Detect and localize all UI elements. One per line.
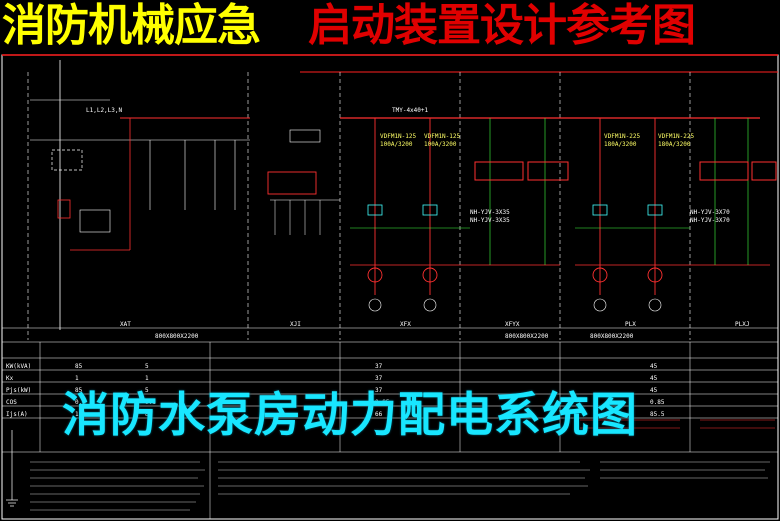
- cable-1: NH-YJV-3X35: [470, 209, 510, 216]
- c2-r4: 0.8: [145, 399, 156, 406]
- row-label-cos: COS: [6, 399, 17, 406]
- row-label-ijs: Ijs(A): [6, 411, 28, 418]
- ground-symbol: [6, 430, 18, 507]
- row-label-pjs: Pjs(kW): [6, 387, 31, 394]
- small-feeders: [149, 140, 236, 210]
- c3-r2: 37: [375, 375, 383, 382]
- incoming-section: L1,L2,L3,N: [30, 60, 250, 330]
- c2-r1: 5: [145, 363, 149, 370]
- panel-6-name: PLXJ: [735, 321, 749, 328]
- c4-r1: 45: [650, 363, 658, 370]
- breaker-3-rating: 180A/3200: [604, 141, 637, 148]
- panel-4-name: XFYX: [505, 321, 520, 328]
- notes-red-lines: [580, 419, 775, 429]
- c3-r3: 37: [375, 387, 383, 394]
- panel-4-size: 800X800X2200: [505, 333, 549, 340]
- notes-lines: [30, 461, 770, 511]
- panel-1-name: XAT: [120, 321, 131, 328]
- breaker-4-model: VDFM1N-225: [658, 133, 695, 140]
- control-boxes: [474, 161, 777, 181]
- c4-r2: 45: [650, 375, 658, 382]
- panel-1-size: 800X800X2200: [155, 333, 199, 340]
- breaker-3-model: VDFM1N-225: [604, 133, 641, 140]
- contactors: [367, 204, 663, 216]
- breaker-4-rating: 180A/3200: [658, 141, 691, 148]
- c1-r2: 1: [75, 375, 79, 382]
- c3-r5: 66: [375, 411, 383, 418]
- breaker-2-model: VDFM1N-125: [424, 133, 461, 140]
- drawing-frame: [1, 54, 779, 520]
- panel-5-size: 800X800X2200: [590, 333, 634, 340]
- c1-r1: 85: [75, 363, 83, 370]
- c2-r2: 1: [145, 375, 149, 382]
- overlay-caption: 消防水泵房动力配电系统图: [62, 388, 638, 443]
- c3-r4: 0.85: [375, 399, 390, 406]
- c1-r3: 85: [75, 387, 83, 394]
- panel-3-name: XFX: [400, 321, 411, 328]
- c4-r3: 45: [650, 387, 658, 394]
- pump-feeders: [350, 118, 770, 295]
- breaker-1-rating: 100A/3200: [380, 141, 413, 148]
- c1-r5: 161: [75, 411, 86, 418]
- c4-r5: 85.5: [650, 411, 665, 418]
- row-label-kw: KW(kVA): [6, 363, 31, 370]
- pump-symbols: [368, 298, 662, 312]
- cable-3: NH-YJV-3X70: [690, 209, 730, 216]
- breaker-1-model: VDFM1N-125: [380, 133, 417, 140]
- title-red: 启动装置设计参考图: [308, 0, 696, 51]
- xji-panel: [267, 129, 340, 235]
- row-label-kx: Kx: [6, 375, 14, 382]
- title-yellow: 消防机械应急: [2, 0, 261, 51]
- data-table-grid: [2, 342, 778, 519]
- c2-r3: 5: [145, 387, 149, 394]
- c1-r4: 0.8: [75, 399, 86, 406]
- breaker-2-rating: 100A/3200: [424, 141, 457, 148]
- cable-2: NH-YJV-3X35: [470, 217, 510, 224]
- c2-r5: 8: [145, 411, 149, 418]
- incoming-label: L1,L2,L3,N: [86, 107, 123, 114]
- panel-5-name: PLX: [625, 321, 636, 328]
- motor-symbols: [367, 267, 663, 283]
- c3-r1: 37: [375, 363, 383, 370]
- panel-dividers: [27, 72, 691, 340]
- panel-2-name: XJI: [290, 321, 301, 328]
- cable-4: NH-YJV-3X70: [690, 217, 730, 224]
- busbar-label: TMY-4x40+1: [392, 107, 429, 114]
- c4-r4: 0.85: [650, 399, 665, 406]
